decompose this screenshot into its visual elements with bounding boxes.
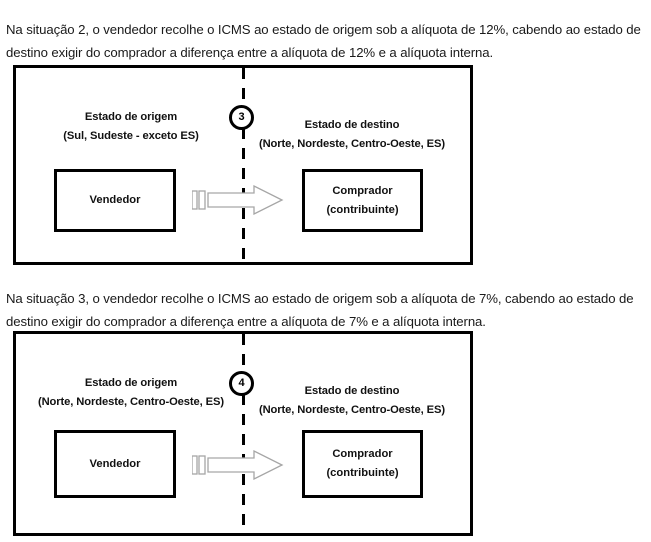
origin-region-title: Estado de origem bbox=[84, 377, 178, 389]
origin-region-label: Estado de origem (Sul, Sudeste - exceto … bbox=[22, 108, 240, 146]
origin-region-subtitle: (Sul, Sudeste - exceto ES) bbox=[63, 130, 199, 142]
destination-region-title: Estado de destino bbox=[304, 385, 400, 397]
origin-region-label: Estado de origem (Norte, Nordeste, Centr… bbox=[22, 374, 240, 412]
buyer-box: Comprador (contribuinte) bbox=[302, 169, 423, 232]
paragraph-situacao-3: Na situação 3, o vendedor recolhe o ICMS… bbox=[6, 291, 634, 330]
vertical-dashed-border-icon bbox=[241, 68, 245, 262]
buyer-label: Comprador bbox=[332, 448, 393, 460]
step-number-label: 4 bbox=[238, 377, 245, 389]
destination-region-label: Estado de destino (Norte, Nordeste, Cent… bbox=[238, 382, 466, 420]
destination-region-title: Estado de destino bbox=[304, 119, 400, 131]
seller-label: Vendedor bbox=[89, 457, 141, 470]
origin-region-title: Estado de origem bbox=[84, 111, 178, 123]
buyer-label: Comprador bbox=[332, 184, 393, 197]
seller-label: Vendedor bbox=[89, 194, 141, 206]
step-number-badge: 3 bbox=[229, 105, 254, 130]
block-arrow-right-icon bbox=[192, 184, 284, 216]
buyer-sublabel: (contribuinte) bbox=[326, 203, 399, 216]
destination-region-subtitle: (Norte, Nordeste, Centro-Oeste, ES) bbox=[258, 404, 446, 416]
diagram-situacao-2: 3 Estado de origem (Sul, Sudeste - excet… bbox=[13, 65, 473, 265]
buyer-box: Comprador (contribuinte) bbox=[302, 430, 423, 498]
destination-region-label: Estado de destino (Norte, Nordeste, Cent… bbox=[238, 116, 466, 154]
block-arrow-right-icon bbox=[192, 449, 284, 481]
paragraph-situacao-2: Na situação 2, o vendedor recolhe o ICMS… bbox=[6, 22, 641, 61]
step-number-label: 3 bbox=[238, 111, 245, 123]
seller-box: Vendedor bbox=[54, 169, 176, 232]
seller-box: Vendedor bbox=[54, 430, 176, 498]
diagram-situacao-3: 4 Estado de origem (Norte, Nordeste, Cen… bbox=[13, 331, 473, 536]
vertical-dashed-border-icon bbox=[241, 334, 245, 533]
step-number-badge: 4 bbox=[229, 371, 254, 396]
destination-region-subtitle: (Norte, Nordeste, Centro-Oeste, ES) bbox=[258, 138, 446, 150]
buyer-sublabel: (contribuinte) bbox=[326, 467, 399, 479]
origin-region-subtitle: (Norte, Nordeste, Centro-Oeste, ES) bbox=[37, 396, 225, 408]
